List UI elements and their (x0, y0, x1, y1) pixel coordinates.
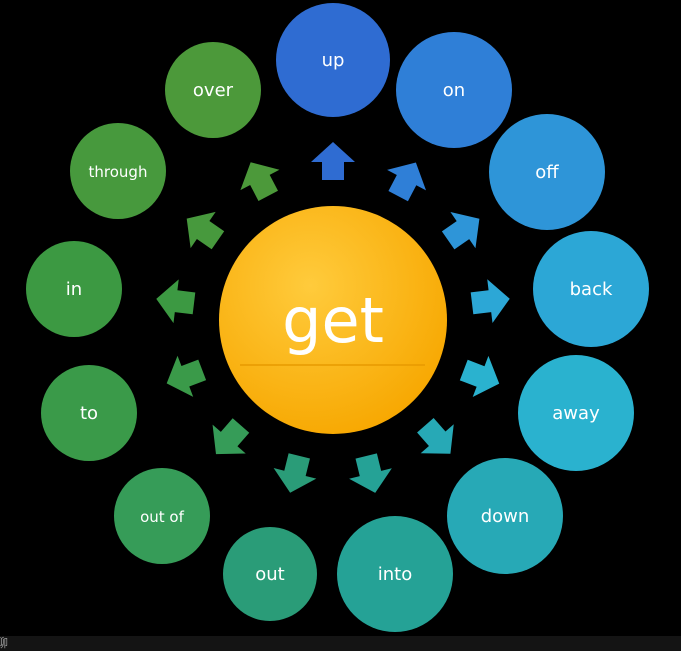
arrow-icon (387, 162, 427, 202)
particle-circle (165, 42, 261, 138)
particle-node-through: through (70, 123, 166, 219)
particle-label: out of (140, 508, 185, 526)
particle-circle (533, 231, 649, 347)
particle-node-up: up (276, 3, 390, 117)
arrow-icon (349, 453, 392, 493)
arrow-icon (166, 355, 207, 397)
particle-node-to: to (41, 365, 137, 461)
footer-text: 聊 (0, 636, 9, 650)
particle-node-out-of: out of (114, 468, 210, 564)
arrow-icon (459, 355, 500, 398)
particle-circle (26, 241, 122, 337)
bottom-bar (0, 636, 681, 651)
particle-label: to (80, 403, 98, 424)
particle-node-over: over (165, 42, 261, 138)
particle-label: up (322, 50, 345, 71)
particle-node-down: down (447, 458, 563, 574)
particle-label: over (193, 80, 234, 101)
particle-circle (70, 123, 166, 219)
center-node: get (219, 206, 447, 434)
particle-label: back (570, 279, 613, 300)
arrow-icon (470, 279, 510, 323)
particle-node-into: into (337, 516, 453, 632)
particle-circle (518, 355, 634, 471)
arrow-icon (186, 211, 225, 250)
particle-circle (489, 114, 605, 230)
particle-label: away (552, 403, 600, 424)
arrow-icon (212, 418, 250, 455)
arrow-icon (156, 279, 196, 324)
arrow-icon (441, 212, 480, 250)
particle-label: through (89, 163, 148, 181)
particle-node-out: out (223, 527, 317, 621)
arrow-icon (417, 417, 454, 454)
particle-circle (276, 3, 390, 117)
particle-circle (337, 516, 453, 632)
particle-circle (447, 458, 563, 574)
particle-node-off: off (489, 114, 605, 230)
particle-circle (396, 32, 512, 148)
particle-node-in: in (26, 241, 122, 337)
center-label: get (282, 284, 384, 357)
particle-node-on: on (396, 32, 512, 148)
arrow-icon (240, 162, 280, 201)
particle-label: in (66, 279, 82, 300)
arrow-icon (273, 453, 317, 493)
particle-circle (114, 468, 210, 564)
particle-label: into (378, 564, 412, 585)
particle-circle (41, 365, 137, 461)
particle-node-away: away (518, 355, 634, 471)
arrow-icon (311, 142, 355, 180)
particle-circle (223, 527, 317, 621)
particle-label: out (255, 564, 284, 585)
particle-label: off (535, 162, 559, 183)
particle-label: down (481, 506, 530, 527)
particle-label: on (443, 80, 465, 101)
particle-node-back: back (533, 231, 649, 347)
